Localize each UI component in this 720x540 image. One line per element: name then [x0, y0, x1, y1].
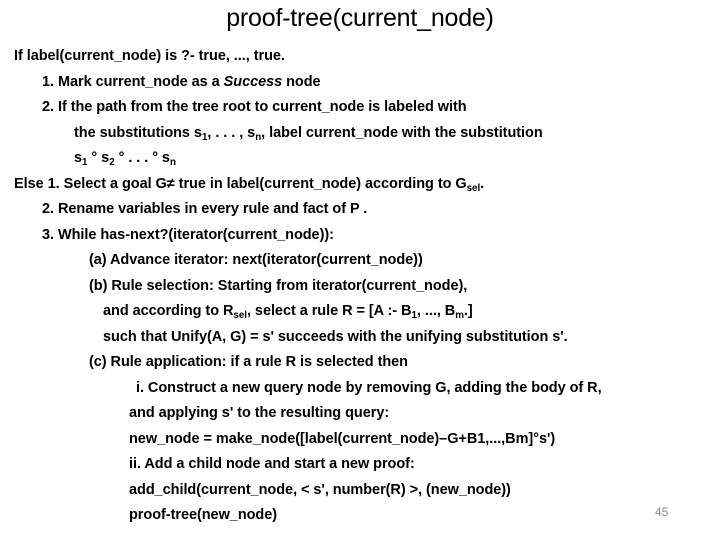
subscript: sel	[233, 309, 247, 321]
line-2-if-path: 2. If the path from the tree root to cur…	[42, 99, 467, 115]
line-c-i-construct: i. Construct a new query node by removin…	[136, 379, 602, 396]
line-c-rule-application: (c) Rule application: if a rule R is sel…	[89, 354, 408, 370]
line-else-3-while: 3. While has-next?(iterator(current_node…	[42, 226, 334, 243]
subscript: sel	[466, 182, 481, 194]
line-b-cont-according: and according to Rsel, select a rule R =…	[103, 303, 473, 321]
line-b-cont-unify: such that Unify(A, G) = s' succeeds with…	[103, 328, 568, 345]
algorithm-body: If label(current_node) is ?- true, ..., …	[14, 44, 714, 529]
line-c-ii-add-child-call: add_child(current_node, < s', number(R) …	[129, 481, 511, 498]
line-a-advance: (a) Advance iterator: next(iterator(curr…	[89, 252, 423, 268]
subscript: 1	[201, 131, 208, 143]
line-else-2-rename: 2. Rename variables in every rule and fa…	[42, 201, 368, 217]
subscript: 1	[411, 309, 417, 321]
subscript: m	[455, 309, 464, 321]
page-number: 45	[655, 505, 669, 519]
line-c-i-cont-applying: and applying s' to the resulting query:	[129, 405, 390, 421]
subscript: 2	[109, 156, 115, 168]
line-c-ii-proof-tree: proof-tree(new_node)	[129, 507, 278, 523]
line-c-ii-add-child: ii. Add a child node and start a new pro…	[129, 456, 415, 472]
line-if-label: If label(current_node) is ?- true, ..., …	[14, 48, 285, 64]
emphasis-success: Success	[223, 73, 283, 90]
line-else-1-select: Else 1. Select a goal G≠ true in label(c…	[14, 175, 485, 194]
line-2-cont-subs: the substitutions s1, . . . , sn, label …	[74, 124, 543, 143]
subscript: n	[255, 131, 262, 143]
line-b-rule-selection: (b) Rule selection: Starting from iterat…	[89, 277, 468, 294]
page-title: proof-tree(current_node)	[226, 4, 494, 32]
subscript: n	[169, 156, 176, 168]
line-1-mark: 1. Mark current_node as a Success node	[42, 73, 321, 90]
subscript: 1	[82, 156, 88, 168]
line-2-cont-compose: s1 ° s2 ° . . . ° sn	[74, 150, 176, 168]
line-c-i-new-node: new_node = make_node([label(current_node…	[129, 430, 556, 447]
